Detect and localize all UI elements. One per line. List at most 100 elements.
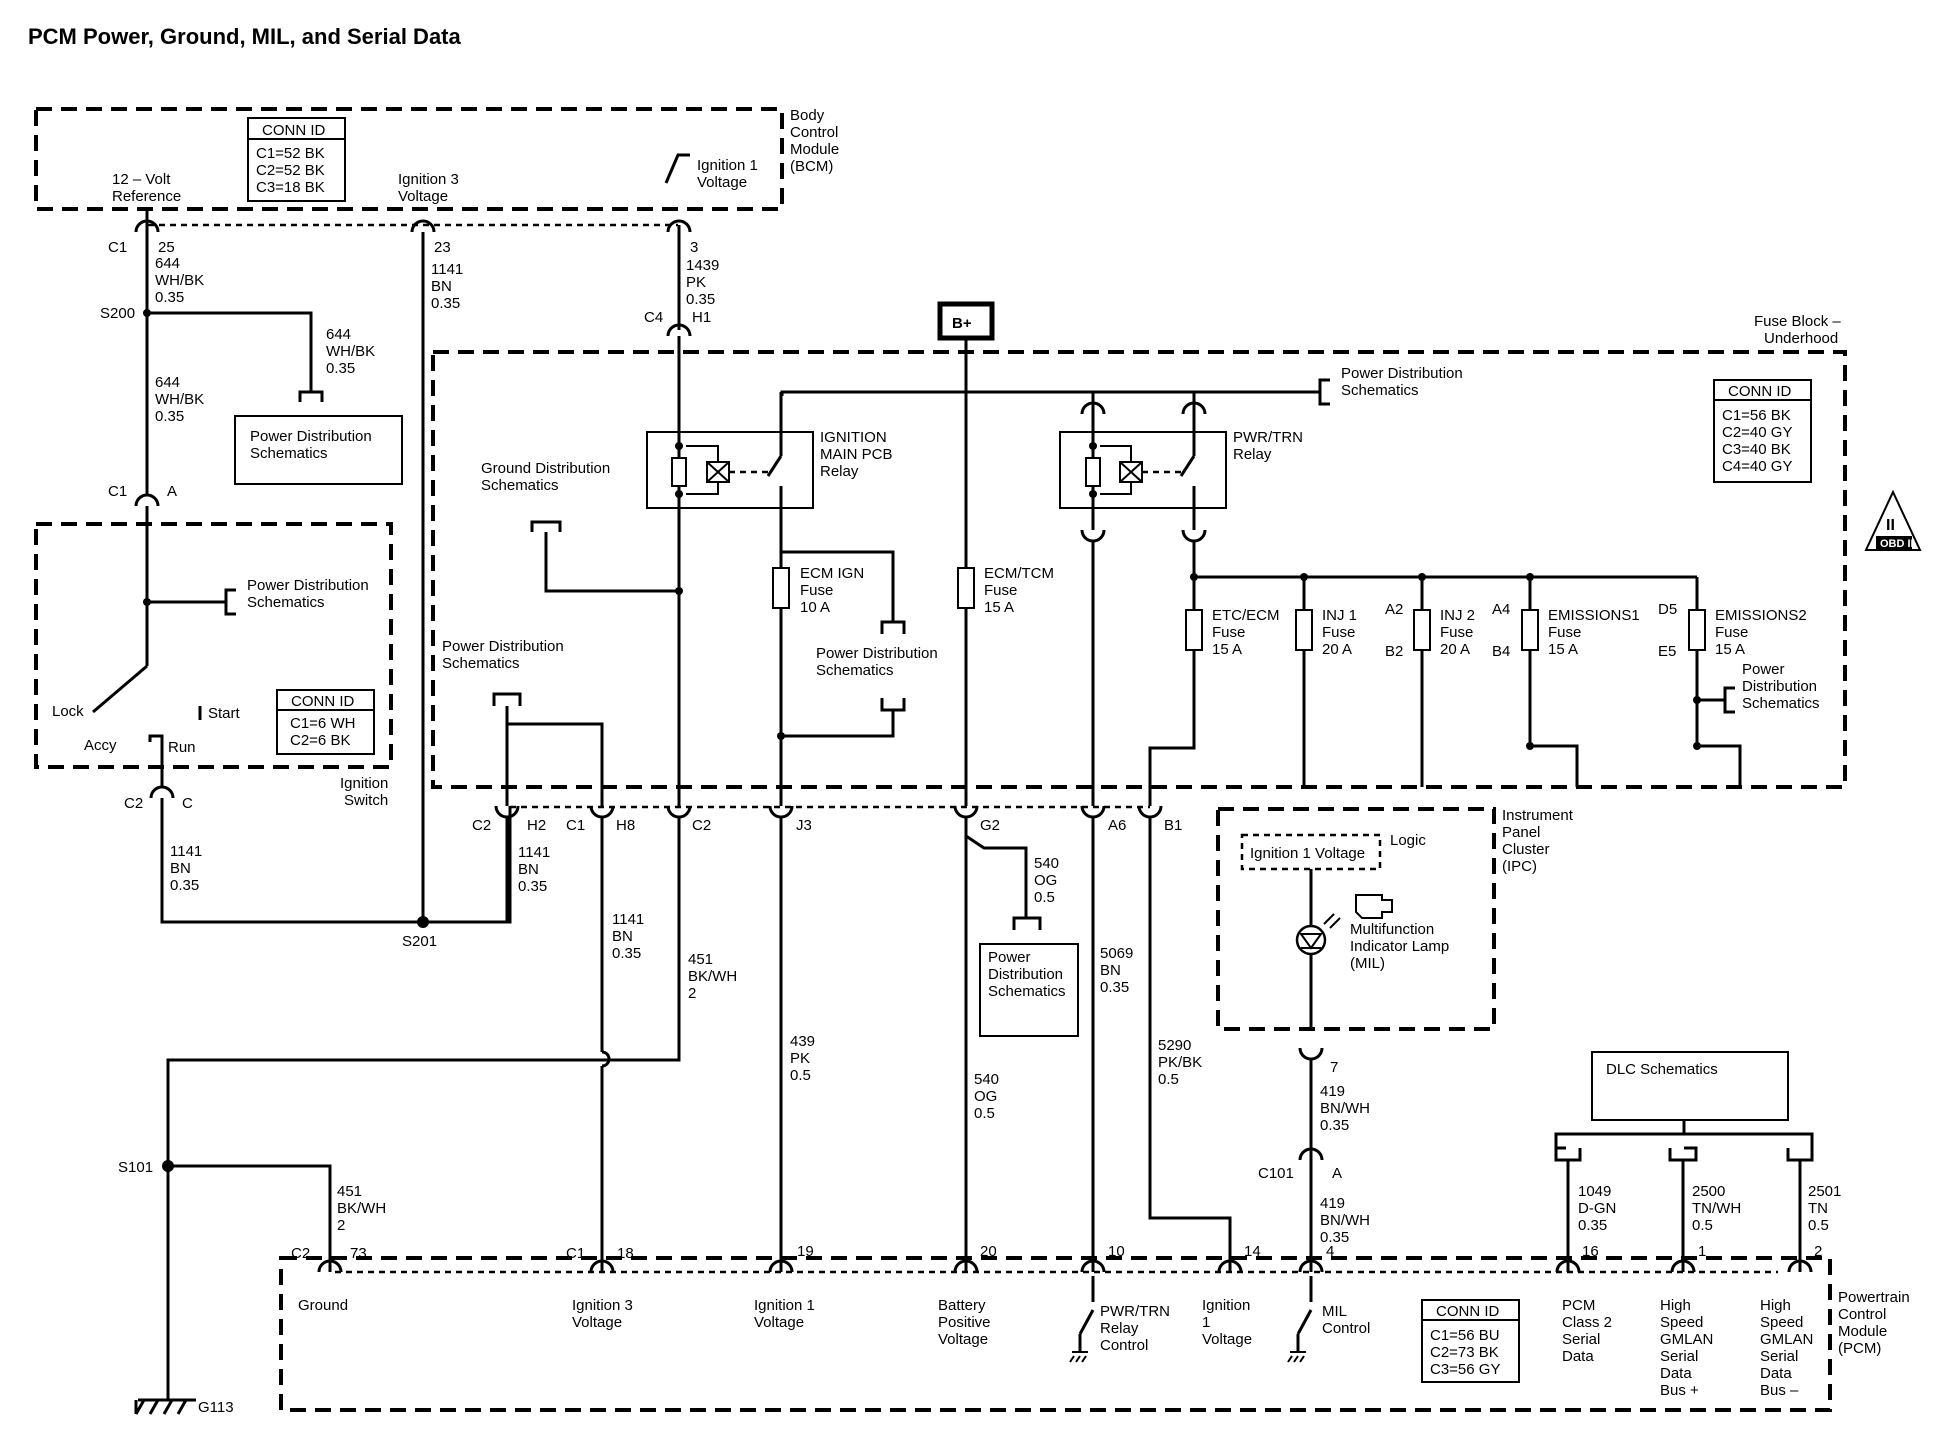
svg-text:0.5: 0.5 [1808, 1217, 1829, 1234]
svg-text:PWR/TRN: PWR/TRN [1233, 429, 1303, 446]
diagram-title: PCM Power, Ground, MIL, and Serial Data [28, 24, 462, 49]
svg-text:Fuse Block –: Fuse Block – [1754, 313, 1841, 330]
svg-text:TN/WH: TN/WH [1692, 1200, 1741, 1217]
battery-positive-label: B+ [952, 315, 972, 332]
junction [1693, 742, 1701, 750]
svg-text:WH/BK: WH/BK [155, 272, 204, 289]
pcm-pin-mil: MIL Control [1322, 1303, 1370, 1337]
svg-text:644: 644 [326, 326, 351, 343]
connector-relay-out-1 [1080, 529, 1106, 543]
svg-text:1141: 1141 [612, 911, 644, 928]
svg-text:Indicator Lamp: Indicator Lamp [1350, 938, 1449, 955]
svg-text:Voltage: Voltage [754, 1314, 804, 1331]
svg-text:Ignition 3: Ignition 3 [398, 171, 459, 188]
svg-text:Powertrain: Powertrain [1838, 1289, 1910, 1306]
connector-c101-a-label: A [1332, 1165, 1342, 1182]
wire-ecm-ign [781, 550, 895, 622]
svg-text:OBD II: OBD II [1880, 538, 1914, 550]
connector-c2-h2 [494, 805, 520, 819]
svg-text:C1: C1 [566, 817, 585, 834]
svg-text:451: 451 [688, 951, 713, 968]
svg-text:C2=73 BK: C2=73 BK [1430, 1344, 1499, 1361]
svg-text:CONN ID: CONN ID [1436, 1303, 1500, 1320]
svg-text:Schematics: Schematics [816, 662, 894, 679]
svg-text:(IPC): (IPC) [1502, 858, 1537, 875]
fuse-emissions2 [1688, 609, 1706, 651]
svg-text:23: 23 [434, 239, 451, 256]
ignition-switch-boundary [34, 522, 393, 769]
ignition-main-relay-switch [766, 392, 783, 806]
svg-text:5290: 5290 [1158, 1037, 1191, 1054]
svg-text:1049: 1049 [1578, 1183, 1611, 1200]
svg-text:0.35: 0.35 [1100, 979, 1129, 996]
obd-ii-icon: OBD II II [1864, 489, 1922, 551]
svg-text:ECM IGN: ECM IGN [800, 565, 864, 582]
svg-text:19: 19 [797, 1243, 814, 1260]
svg-text:Power Distribution: Power Distribution [816, 645, 938, 662]
pcm-ground-icon [1069, 1351, 1088, 1363]
ipc-ignition1-voltage: Ignition 1 Voltage [1250, 845, 1365, 862]
svg-text:Schematics: Schematics [247, 594, 325, 611]
pcm-connector-16 [1555, 1259, 1581, 1273]
pwr-trn-relay-switch [1179, 414, 1196, 530]
svg-text:1439: 1439 [686, 257, 719, 274]
pcm-pin-gmlan-minus: High Speed GMLAN Serial Data Bus – [1760, 1297, 1813, 1399]
svg-text:OG: OG [1034, 872, 1057, 889]
svg-text:C1: C1 [566, 1245, 585, 1262]
pin-a4: A4 [1492, 601, 1510, 618]
pcm-pin-ignition1b: Ignition 1 Voltage [1202, 1297, 1252, 1348]
ignition-switch-conn-id: CONN ID C1=6 WH C2=6 BK [276, 689, 375, 755]
fuse-ecm-tcm-label: ECM/TCM Fuse 15 A [984, 565, 1054, 616]
power-distribution-ref-5: Power Distribution Schematics [1742, 661, 1820, 712]
pwr-trn-relay-label: PWR/TRN Relay [1233, 429, 1303, 463]
svg-text:Data: Data [1660, 1365, 1692, 1382]
power-distribution-ref-4: Power Distribution Schematics [816, 645, 938, 679]
svg-text:CONN ID: CONN ID [262, 122, 326, 139]
svg-text:Relay: Relay [820, 463, 859, 480]
svg-text:2: 2 [688, 985, 696, 1002]
svg-text:73: 73 [350, 1245, 367, 1262]
wire-2500-label: 2500 TN/WH 0.5 [1692, 1183, 1741, 1234]
pcm-connector-19 [768, 1259, 794, 1273]
connector-c4-h1 [666, 323, 692, 337]
wire-540-label-a: 540 OG 0.5 [1034, 855, 1059, 906]
svg-text:Control: Control [790, 124, 838, 141]
svg-text:25: 25 [158, 239, 175, 256]
ipc-logic-label: Logic [1390, 832, 1426, 849]
svg-text:PCM: PCM [1562, 1297, 1595, 1314]
svg-text:PK: PK [686, 274, 706, 291]
svg-text:PK: PK [790, 1050, 810, 1067]
pcm-relay-driver-icon [1078, 1276, 1095, 1352]
svg-text:BN: BN [431, 278, 452, 295]
mil-label: Multifunction Indicator Lamp (MIL) [1350, 921, 1449, 972]
ignition-position-run: Run [168, 739, 196, 756]
svg-text:Voltage: Voltage [1202, 1331, 1252, 1348]
svg-text:Bus +: Bus + [1660, 1382, 1699, 1399]
fuse-ecm-tcm [957, 567, 975, 609]
wire-451-label-b: 451 BK/WH 2 [337, 1183, 386, 1234]
wire-pds-left [505, 706, 604, 806]
svg-text:Serial: Serial [1562, 1331, 1600, 1348]
svg-text:Body: Body [790, 107, 825, 124]
pcm-name: Powertrain Control Module (PCM) [1838, 1289, 1910, 1357]
connector-c1-3 [666, 219, 692, 233]
svg-text:0.35: 0.35 [1320, 1229, 1349, 1246]
svg-text:GMLAN: GMLAN [1660, 1331, 1713, 1348]
fuse-ecm-ign-label: ECM IGN Fuse 10 A [800, 565, 864, 616]
svg-text:(PCM): (PCM) [1838, 1340, 1881, 1357]
pcm-connector-10 [1080, 1259, 1106, 1273]
pcm-connector-4 [1298, 1259, 1324, 1273]
ignition-position-accy: Accy [84, 737, 117, 754]
wire-644-branch [147, 311, 313, 392]
power-distribution-ref-2: Power Distribution Schematics [247, 577, 369, 611]
connector-c2 [666, 805, 692, 819]
svg-text:Battery: Battery [938, 1297, 986, 1314]
fuse-block-name: Fuse Block – Underhood [1754, 313, 1841, 347]
junction [777, 732, 785, 740]
dlc-brackets [1554, 1146, 1814, 1162]
svg-text:C3=40 BK: C3=40 BK [1722, 441, 1791, 458]
svg-text:15 A: 15 A [1715, 641, 1745, 658]
wire-419-label-b: 419 BN/WH 0.35 [1320, 1195, 1370, 1246]
battery-positive-box [937, 301, 995, 341]
svg-text:(MIL): (MIL) [1350, 955, 1385, 972]
